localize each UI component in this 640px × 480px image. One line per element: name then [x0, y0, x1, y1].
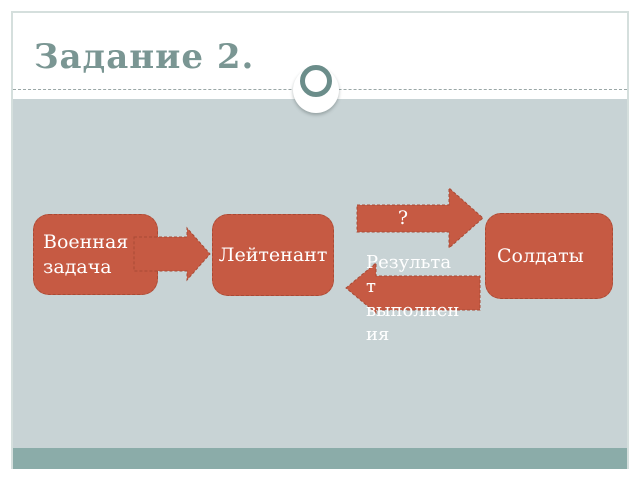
circle-ornament-icon	[300, 65, 332, 97]
flow-arrow-question-icon	[356, 186, 484, 250]
flow-box-lieutenant: Лейтенант	[212, 214, 334, 296]
slide-title: Задание 2.	[34, 37, 255, 77]
flow-arrow-right-icon	[133, 226, 211, 282]
footer-strip	[13, 448, 627, 469]
result-arrow-label: Результат выполнения	[366, 252, 460, 345]
flow-arrow-left-icon	[345, 261, 481, 315]
flow-box-label: Солдаты	[497, 244, 584, 267]
question-mark-label: ?	[397, 207, 409, 229]
flow-box-label: Военная задача	[43, 230, 129, 278]
flow-box-label: Лейтенант	[218, 243, 328, 266]
flow-box-military-task: Военная задача	[33, 214, 158, 295]
flow-box-soldiers: Солдаты	[485, 213, 613, 299]
